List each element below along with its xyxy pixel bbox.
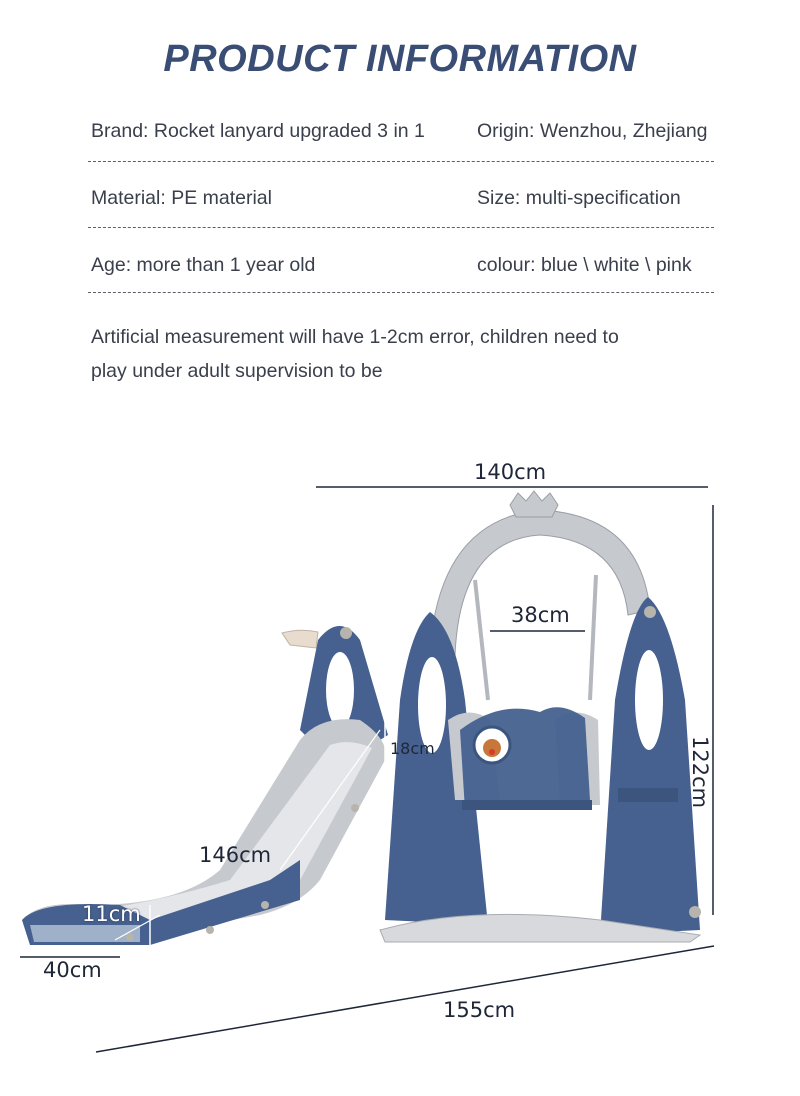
spec-material: Material: PE material [91, 187, 272, 209]
dimension-total-length: 155cm [443, 998, 516, 1022]
dimension-swing-seat-width: 38cm [511, 603, 570, 627]
dimension-height: 122cm [688, 736, 712, 809]
page-title: PRODUCT INFORMATION [163, 38, 637, 80]
spec-age: Age: more than 1 year old [91, 254, 316, 276]
spec-origin: Origin: Wenzhou, Zhejiang [477, 120, 708, 142]
safety-note-line-2: play under adult supervision to be [91, 360, 383, 382]
safety-note: Artificial measurement will have 1-2cm e… [91, 320, 731, 388]
dimension-slide-length: 146cm [199, 843, 272, 867]
spec-brand: Brand: Rocket lanyard upgraded 3 in 1 [91, 120, 425, 142]
dimension-slide-width: 40cm [43, 958, 102, 982]
product-dimension-diagram: 140cm 38cm 122cm 18cm 146cm 11cm 40cm 15… [0, 440, 800, 1096]
slide-swing-illustration [20, 486, 715, 1053]
spec-row-brand-origin: Brand: Rocket lanyard upgraded 3 in 1 Or… [91, 120, 731, 150]
safety-note-line-1: Artificial measurement will have 1-2cm e… [91, 326, 619, 348]
spec-colour: colour: blue \ white \ pink [477, 254, 692, 276]
spec-row-age-colour: Age: more than 1 year old colour: blue \… [91, 254, 731, 284]
spec-size: Size: multi-specification [477, 187, 681, 209]
divider [88, 227, 714, 228]
dimension-slide-side-height: 18cm [390, 739, 435, 758]
spec-row-material-size: Material: PE material Size: multi-specif… [91, 187, 731, 217]
dimension-slide-end-height: 11cm [82, 902, 141, 926]
divider [88, 292, 714, 293]
divider [88, 161, 714, 162]
dimension-top-width: 140cm [474, 460, 547, 484]
